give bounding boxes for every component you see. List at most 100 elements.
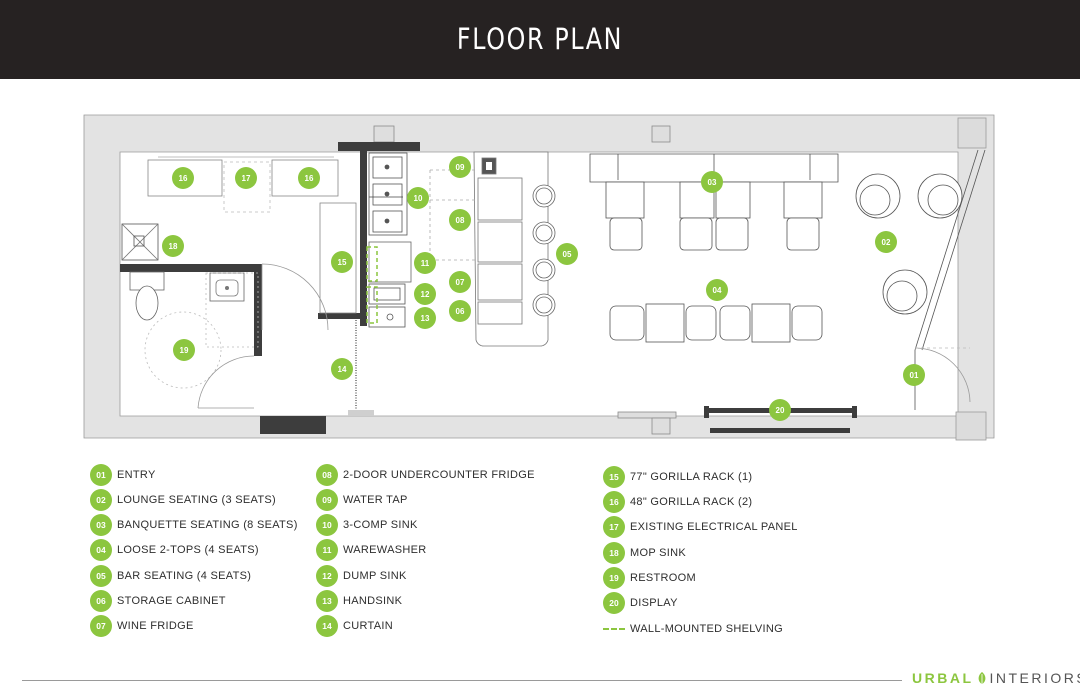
plan-marker-18: 18 [162, 235, 184, 257]
legend-badge: 12 [316, 565, 338, 587]
legend-item: 20 DISPLAY [603, 592, 678, 614]
legend-label: DISPLAY [630, 597, 678, 609]
brand-logo: URBAL INTERIORS [912, 670, 1080, 686]
legend-item: 12 DUMP SINK [316, 565, 407, 587]
legend-badge: 20 [603, 592, 625, 614]
legend-badge: 11 [316, 539, 338, 561]
plan-marker-15: 15 [331, 251, 353, 273]
legend-label: LOUNGE SEATING (3 SEATS) [117, 494, 276, 506]
svg-text:05: 05 [563, 250, 572, 259]
svg-text:09: 09 [456, 163, 465, 172]
plan-marker-02: 02 [875, 231, 897, 253]
legend-badge: 18 [603, 542, 625, 564]
svg-text:16: 16 [179, 174, 188, 183]
legend-badge: 17 [603, 516, 625, 538]
legend-badge: 10 [316, 514, 338, 536]
svg-text:19: 19 [180, 346, 189, 355]
legend-item: 03 BANQUETTE SEATING (8 SEATS) [90, 514, 298, 536]
legend-label: 48" GORILLA RACK (2) [630, 496, 753, 508]
legend-label: CURTAIN [343, 620, 393, 632]
plan-marker-03: 03 [701, 171, 723, 193]
svg-text:10: 10 [414, 194, 423, 203]
legend-badge: 02 [90, 489, 112, 511]
svg-text:14: 14 [338, 365, 347, 374]
legend-label: LOOSE 2-TOPS (4 SEATS) [117, 544, 259, 556]
plan-marker-16: 16 [172, 167, 194, 189]
banquette [589, 153, 839, 251]
legend-badge: 09 [316, 489, 338, 511]
plan-marker-12: 12 [414, 283, 436, 305]
legend-item: 11 WAREWASHER [316, 539, 427, 561]
svg-text:15: 15 [338, 258, 347, 267]
legend-badge: 19 [603, 567, 625, 589]
dashed-line-icon [603, 628, 625, 630]
legend-badge: 16 [603, 491, 625, 513]
svg-text:06: 06 [456, 307, 465, 316]
legend-label: STORAGE CABINET [117, 595, 226, 607]
plan-marker-07: 07 [449, 271, 471, 293]
legend-label: RESTROOM [630, 572, 696, 584]
plan-marker-04: 04 [706, 279, 728, 301]
plan-marker-16: 16 [298, 167, 320, 189]
legend-item: 04 LOOSE 2-TOPS (4 SEATS) [90, 539, 259, 561]
plan-marker-09: 09 [449, 156, 471, 178]
plan-marker-17: 17 [235, 167, 257, 189]
legend-label: BANQUETTE SEATING (8 SEATS) [117, 519, 298, 531]
svg-text:03: 03 [708, 178, 717, 187]
plan-marker-11: 11 [414, 252, 436, 274]
plan-marker-05: 05 [556, 243, 578, 265]
legend-label: 2-DOOR UNDERCOUNTER FRIDGE [343, 469, 535, 481]
plan-marker-06: 06 [449, 300, 471, 322]
legend-item: 06 STORAGE CABINET [90, 590, 226, 612]
legend-item: 19 RESTROOM [603, 567, 696, 589]
plan-marker-14: 14 [331, 358, 353, 380]
legend-badge: 13 [316, 590, 338, 612]
plan-marker-19: 19 [173, 339, 195, 361]
legend-label: HANDSINK [343, 595, 403, 607]
plan-marker-20: 20 [769, 399, 791, 421]
svg-text:01: 01 [910, 371, 919, 380]
brand-name-part2: INTERIORS [989, 670, 1080, 686]
corner-column [955, 411, 987, 441]
two-top-tables [609, 303, 823, 343]
svg-text:08: 08 [456, 216, 465, 225]
legend-label: WINE FRIDGE [117, 620, 194, 632]
legend-badge: 03 [90, 514, 112, 536]
floor-plan-drawing: 16 17 16 18 19 15 14 10 11 12 13 09 08 0… [83, 114, 995, 441]
svg-text:12: 12 [421, 290, 430, 299]
svg-text:02: 02 [882, 238, 891, 247]
legend-badge: 08 [316, 464, 338, 486]
wall-mounted-shelving [366, 246, 378, 324]
legend-badge: 07 [90, 615, 112, 637]
legend-label: 3-COMP SINK [343, 519, 418, 531]
plan-marker-10: 10 [407, 187, 429, 209]
legend-badge: 05 [90, 565, 112, 587]
legend-badge: 04 [90, 539, 112, 561]
corner-column [957, 117, 987, 149]
svg-text:16: 16 [305, 174, 314, 183]
legend-badge: 06 [90, 590, 112, 612]
legend-label: WAREWASHER [343, 544, 427, 556]
svg-text:04: 04 [713, 286, 722, 295]
legend-label: DUMP SINK [343, 570, 407, 582]
brand-name-part1: URBAL [912, 670, 974, 686]
svg-text:20: 20 [776, 406, 785, 415]
legend-badge: 14 [316, 615, 338, 637]
svg-text:17: 17 [242, 174, 251, 183]
leaf-icon [978, 672, 985, 684]
footer-divider [22, 680, 902, 681]
legend-label: EXISTING ELECTRICAL PANEL [630, 521, 798, 533]
svg-text:11: 11 [421, 259, 430, 268]
legend-label: WALL-MOUNTED SHELVING [630, 623, 783, 635]
legend-item-shelving: WALL-MOUNTED SHELVING [603, 619, 783, 639]
svg-text:13: 13 [421, 314, 430, 323]
legend-item: 13 HANDSINK [316, 590, 403, 612]
legend-label: ENTRY [117, 469, 156, 481]
legend-item: 02 LOUNGE SEATING (3 SEATS) [90, 489, 276, 511]
plan-marker-13: 13 [414, 307, 436, 329]
page-title: FLOOR PLAN [456, 22, 624, 56]
